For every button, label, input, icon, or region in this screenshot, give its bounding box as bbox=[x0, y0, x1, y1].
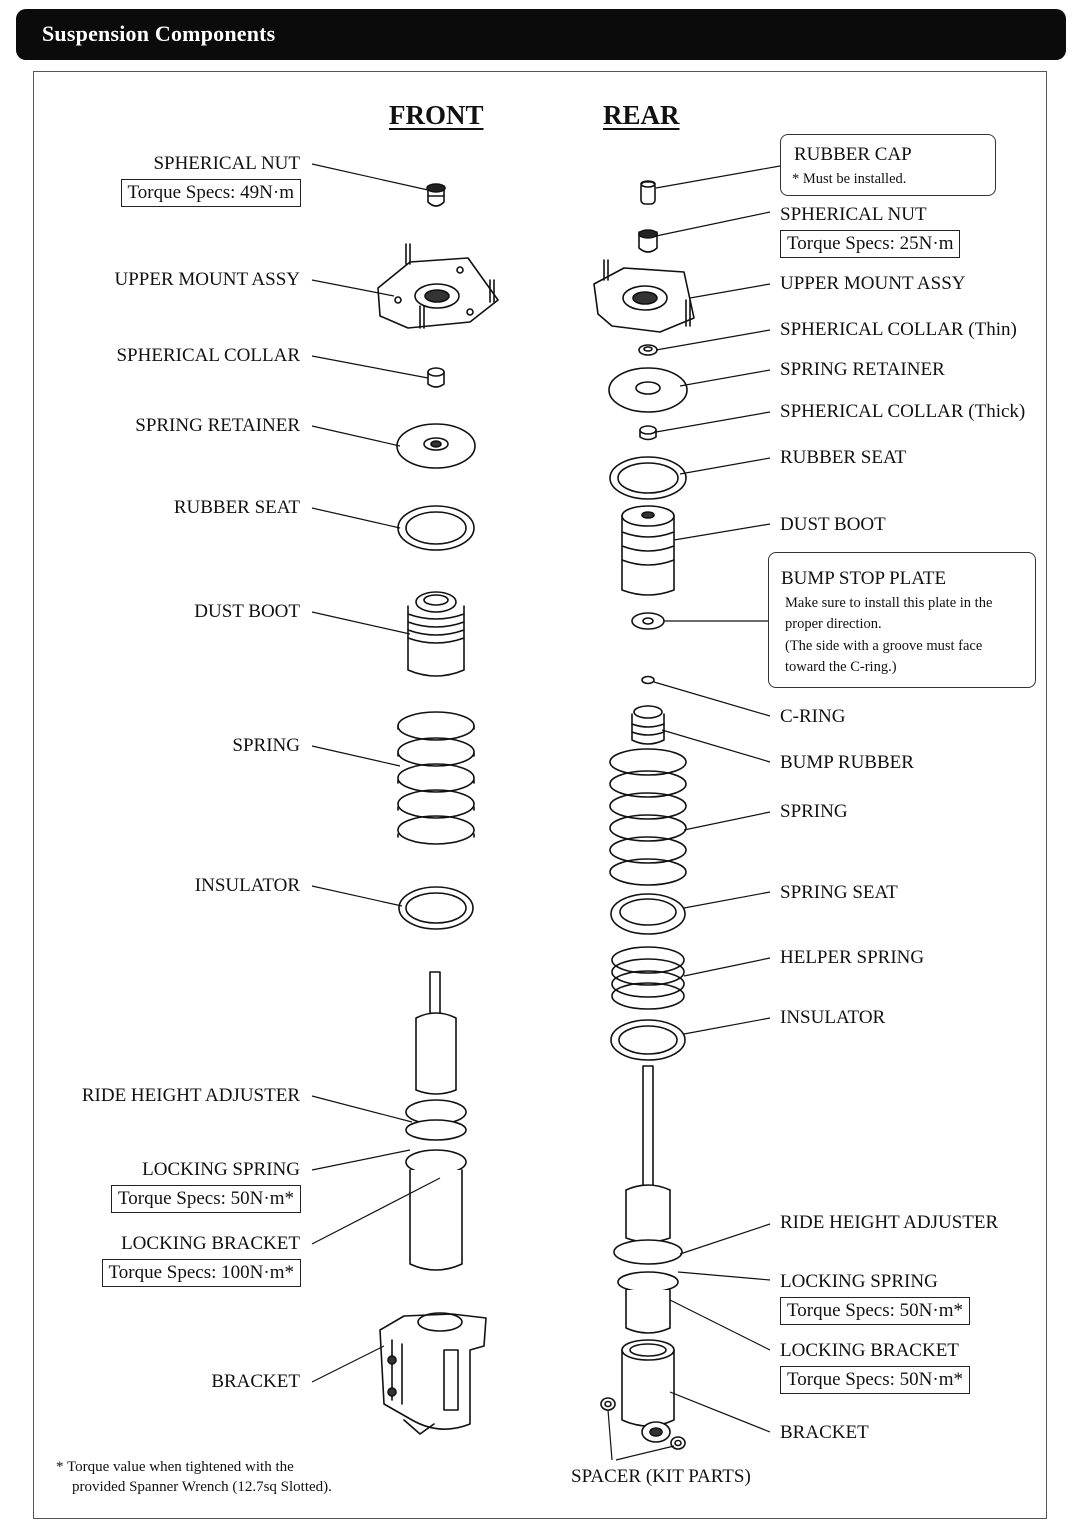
rear-bump-rubber-drawing bbox=[631, 705, 665, 745]
front-spherical-collar-drawing bbox=[427, 367, 445, 388]
rear-insulator-drawing bbox=[610, 1019, 686, 1061]
rear-spherical-collar-thick-drawing bbox=[639, 425, 657, 441]
front-spring-retainer-drawing bbox=[396, 423, 476, 469]
rear-insulator-label: INSULATOR bbox=[780, 1007, 886, 1028]
rear-locking-bracket-torque: Torque Specs: 50N·m* bbox=[780, 1366, 970, 1394]
rear-spring-seat-drawing bbox=[610, 893, 686, 935]
diagram-frame bbox=[33, 71, 1047, 1519]
front-locking-bracket-label: LOCKING BRACKET bbox=[121, 1233, 300, 1254]
front-locking-bracket-torque: Torque Specs: 100N·m* bbox=[101, 1259, 301, 1287]
front-rubber-seat-label: RUBBER SEAT bbox=[173, 497, 300, 518]
rear-locking-spring-label: LOCKING SPRING bbox=[780, 1271, 938, 1292]
front-spherical-nut-torque: Torque Specs: 49N·m bbox=[120, 179, 301, 207]
rear-bump-stop-plate-label: BUMP STOP PLATE bbox=[781, 568, 947, 589]
rear-bump-stop-note-line-4: toward the C-ring.) bbox=[785, 659, 897, 675]
rear-spherical-nut-torque: Torque Specs: 25N·m bbox=[780, 230, 961, 258]
rear-ride-height-adjuster-label: RIDE HEIGHT ADJUSTER bbox=[780, 1212, 999, 1233]
rear-bump-stop-note-line-2: proper direction. bbox=[785, 616, 882, 632]
rear-spherical-nut-drawing bbox=[638, 229, 658, 253]
front-locking-spring-label: LOCKING SPRING bbox=[142, 1159, 300, 1180]
rear-rubber-seat-label: RUBBER SEAT bbox=[780, 447, 907, 468]
rear-dust-boot-label: DUST BOOT bbox=[780, 514, 886, 535]
rear-bump-stop-plate-drawing bbox=[631, 612, 665, 630]
rear-spring-drawing bbox=[609, 748, 687, 886]
rear-spring-retainer-label: SPRING RETAINER bbox=[780, 359, 945, 380]
rear-spherical-collar-thin-label: SPHERICAL COLLAR (Thin) bbox=[780, 319, 1017, 340]
rear-rubber-cap-drawing bbox=[640, 180, 656, 205]
rear-helper-spring-drawing bbox=[611, 946, 685, 1010]
rear-dust-boot-drawing bbox=[621, 505, 675, 596]
rear-bump-stop-note-line-3: (The side with a groove must face bbox=[785, 638, 983, 654]
front-spring-retainer-label: SPRING RETAINER bbox=[135, 415, 300, 436]
rear-rubber-cap-note: * Must be installed. bbox=[792, 171, 907, 187]
rear-spherical-collar-thin-drawing bbox=[638, 344, 658, 356]
front-upper-mount-label: UPPER MOUNT ASSY bbox=[114, 269, 300, 290]
footnote-line-2: provided Spanner Wrench (12.7sq Slotted)… bbox=[72, 1479, 332, 1495]
front-bracket-label: BRACKET bbox=[211, 1371, 300, 1392]
rear-upper-mount-label: UPPER MOUNT ASSY bbox=[780, 273, 966, 294]
front-rubber-seat-drawing bbox=[397, 505, 475, 551]
front-spring-label: SPRING bbox=[232, 735, 300, 756]
header-bar: Suspension Components bbox=[16, 9, 1066, 60]
front-spring-drawing bbox=[397, 711, 475, 845]
rear-locking-spring-torque: Torque Specs: 50N·m* bbox=[780, 1297, 970, 1325]
page-title: Suspension Components bbox=[42, 21, 276, 46]
front-dust-boot-drawing bbox=[407, 591, 465, 677]
front-shock-drawing bbox=[405, 971, 467, 1271]
rear-c-ring-label: C-RING bbox=[780, 706, 846, 727]
rear-bracket-drawing bbox=[621, 1339, 675, 1443]
rear-bump-rubber-label: BUMP RUBBER bbox=[780, 752, 914, 773]
front-locking-spring-torque: Torque Specs: 50N·m* bbox=[111, 1185, 301, 1213]
rear-spring-seat-label: SPRING SEAT bbox=[780, 882, 898, 903]
rear-rubber-cap-callout: RUBBER CAP * Must be installed. bbox=[780, 134, 996, 196]
rear-bump-stop-note-line-1: Make sure to install this plate in the bbox=[785, 595, 993, 611]
front-spherical-nut-drawing bbox=[426, 183, 446, 207]
rear-c-ring-drawing bbox=[641, 675, 655, 685]
front-insulator-drawing bbox=[398, 886, 474, 930]
rear-bump-stop-plate-callout: BUMP STOP PLATE Make sure to install thi… bbox=[768, 552, 1036, 688]
rear-shock-drawing bbox=[613, 1065, 683, 1334]
footnote-line-1: * Torque value when tightened with the bbox=[56, 1459, 294, 1475]
front-heading: FRONT bbox=[389, 100, 484, 130]
rear-helper-spring-label: HELPER SPRING bbox=[780, 947, 925, 968]
rear-spacer-label: SPACER (KIT PARTS) bbox=[571, 1466, 751, 1487]
rear-upper-mount-drawing bbox=[593, 259, 695, 333]
rear-rubber-seat-drawing bbox=[609, 456, 687, 500]
front-insulator-label: INSULATOR bbox=[194, 875, 300, 896]
front-spherical-collar-label: SPHERICAL COLLAR bbox=[116, 345, 300, 366]
front-upper-mount-drawing bbox=[377, 243, 499, 329]
rear-spherical-collar-thick-label: SPHERICAL COLLAR (Thick) bbox=[780, 401, 1026, 422]
leader-lines bbox=[311, 163, 781, 1461]
front-bracket-drawing bbox=[379, 1312, 487, 1435]
front-dust-boot-label: DUST BOOT bbox=[194, 601, 300, 622]
rear-heading: REAR bbox=[603, 100, 680, 130]
front-spherical-nut-label: SPHERICAL NUT bbox=[153, 153, 300, 174]
rear-spring-retainer-drawing bbox=[608, 367, 688, 413]
rear-locking-bracket-label: LOCKING BRACKET bbox=[780, 1340, 959, 1361]
rear-bracket-label: BRACKET bbox=[780, 1422, 869, 1443]
front-ride-height-adjuster-label: RIDE HEIGHT ADJUSTER bbox=[81, 1085, 300, 1106]
rear-spherical-nut-label: SPHERICAL NUT bbox=[780, 204, 927, 225]
rear-spring-label: SPRING bbox=[780, 801, 848, 822]
rear-rubber-cap-label: RUBBER CAP bbox=[794, 144, 912, 165]
